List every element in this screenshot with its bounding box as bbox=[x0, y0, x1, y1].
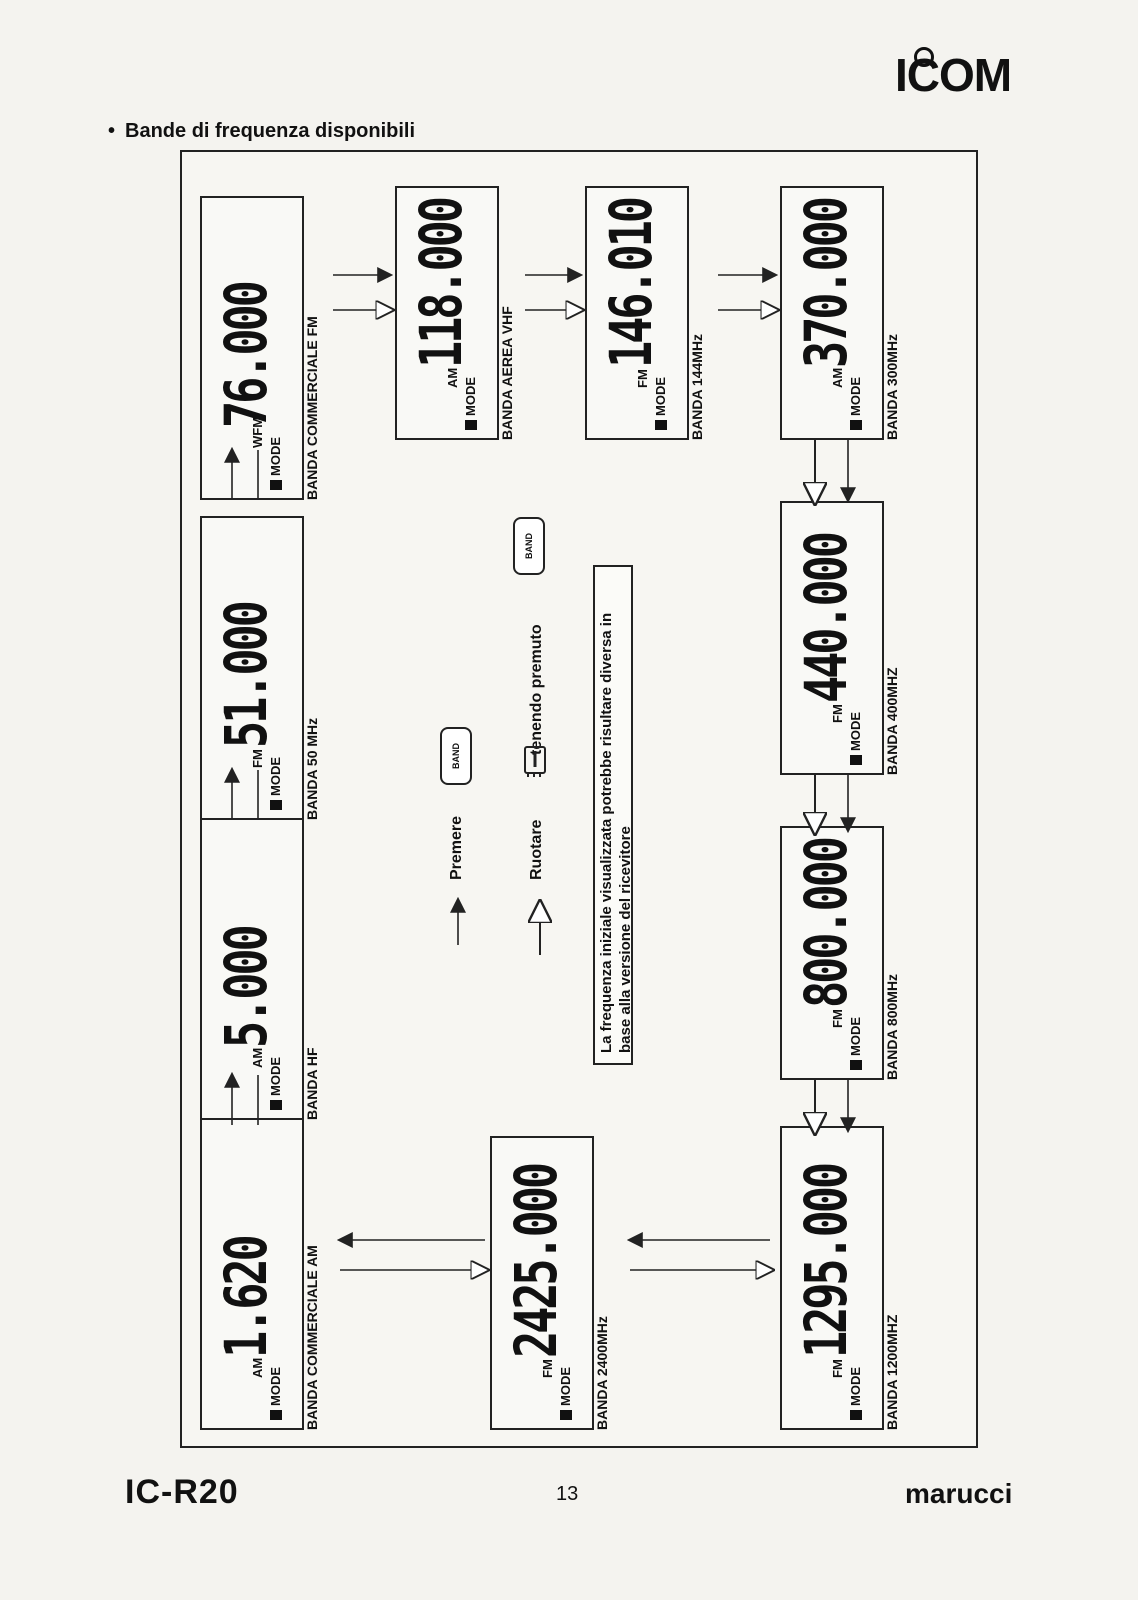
band-label: BANDA 2400MHz bbox=[594, 1316, 610, 1430]
lcd-frequency: 440.000 bbox=[792, 534, 860, 703]
lcd-indicator-icon bbox=[560, 1410, 572, 1420]
instruction-rotate: Ruotare bbox=[528, 819, 545, 880]
lcd-display: MODE FM 2425.000 bbox=[490, 1136, 594, 1430]
section-title: • Bande di frequenza disponibili bbox=[108, 120, 415, 143]
section-title-text: Bande di frequenza disponibili bbox=[125, 120, 416, 142]
lcd-submode-label: FM bbox=[250, 749, 265, 768]
lcd-mode-label: MODE bbox=[848, 1017, 863, 1056]
brand-logo: ICOM bbox=[895, 49, 1012, 101]
lcd-indicator-icon bbox=[270, 480, 282, 490]
lcd-mode-label: MODE bbox=[268, 437, 283, 476]
lcd-submode-label: FM bbox=[830, 1009, 845, 1028]
lcd-mode-label: MODE bbox=[268, 1367, 283, 1406]
footer-brand: marucci bbox=[905, 1478, 1013, 1509]
lcd-mode-label: MODE bbox=[653, 377, 668, 416]
lcd-submode-label: AM bbox=[830, 367, 845, 388]
lcd-frequency: 1.620 bbox=[212, 1237, 280, 1358]
band-panel-300mhz: MODE AM 370.000 BANDA 300MHz bbox=[780, 70, 900, 440]
lcd-mode-label: MODE bbox=[558, 1367, 573, 1406]
lcd-frequency: 1295.000 bbox=[792, 1165, 860, 1358]
dial-knob-icon bbox=[524, 746, 546, 777]
band-panel-800mhz: MODE FM 800.000 BANDA 800MHz bbox=[780, 710, 900, 1080]
page-number: 13 bbox=[556, 1483, 579, 1505]
lcd-indicator-icon bbox=[270, 1100, 282, 1110]
lcd-frequency: 146.010 bbox=[597, 199, 665, 368]
lcd-mode-label: MODE bbox=[848, 1367, 863, 1406]
lcd-display: MODE FM 1295.000 bbox=[780, 1126, 884, 1430]
lcd-frequency: 370.000 bbox=[792, 199, 860, 368]
band-label: BANDA AEREA VHF bbox=[499, 306, 515, 440]
lcd-mode-label: MODE bbox=[268, 1057, 283, 1096]
band-label: BANDA 800MHz bbox=[884, 973, 900, 1080]
lcd-display: MODE FM 146.010 bbox=[585, 186, 689, 440]
lcd-submode-label: AM bbox=[445, 367, 460, 388]
band-label: BANDA HF bbox=[304, 1047, 320, 1120]
lcd-mode-label: MODE bbox=[463, 377, 478, 416]
lcd-indicator-icon bbox=[850, 1410, 862, 1420]
lcd-display: MODE AM 118.000 bbox=[395, 186, 499, 440]
lcd-frequency: 800.000 bbox=[792, 839, 860, 1008]
lcd-indicator-icon bbox=[270, 1410, 282, 1420]
band-panel-1200mhz: MODE FM 1295.000 BANDA 1200MHZ bbox=[780, 1060, 900, 1430]
lcd-submode-label: FM bbox=[540, 1359, 555, 1378]
band-label: BANDA 300MHz bbox=[884, 333, 900, 440]
band-label: BANDA 400MHZ bbox=[884, 667, 900, 775]
footer-model: IC-R20 bbox=[125, 1473, 239, 1511]
lcd-indicator-icon bbox=[655, 420, 667, 430]
band-label: BANDA 144MHz bbox=[689, 333, 705, 440]
band-panel-144mhz: MODE FM 146.010 BANDA 144MHz bbox=[585, 70, 705, 440]
instruction-press: Premere bbox=[448, 815, 465, 880]
lcd-submode-label: FM bbox=[830, 1359, 845, 1378]
lcd-display: MODE AM 1.620 bbox=[200, 1066, 304, 1430]
lcd-frequency: 2425.000 bbox=[502, 1165, 570, 1358]
lcd-indicator-icon bbox=[270, 800, 282, 810]
band-key-icon: BAND bbox=[440, 727, 472, 785]
band-panel-2400mhz: MODE FM 2425.000 BANDA 2400MHz bbox=[490, 1060, 610, 1430]
lcd-frequency: 118.000 bbox=[407, 199, 475, 368]
band-label: BANDA 1200MHZ bbox=[884, 1314, 900, 1430]
lcd-display: MODE FM 800.000 bbox=[780, 826, 884, 1080]
lcd-submode-label: AM bbox=[250, 1047, 265, 1068]
band-label: BANDA COMMERCIALE FM bbox=[304, 316, 320, 500]
instruction-holding: tenendo premuto bbox=[528, 624, 545, 755]
lcd-frequency: 51.000 bbox=[212, 603, 280, 748]
band-label: BANDA 50 MHz bbox=[304, 717, 320, 820]
band-key-icon: BAND bbox=[513, 517, 545, 575]
lcd-display: MODE AM 5.000 bbox=[200, 816, 304, 1120]
lcd-display: MODE AM 370.000 bbox=[780, 186, 884, 440]
band-panel-vhf-air: MODE AM 118.000 BANDA AEREA VHF bbox=[395, 70, 515, 440]
lcd-frequency: 76.000 bbox=[212, 283, 280, 428]
band-label: BANDA COMMERCIALE AM bbox=[304, 1245, 320, 1430]
lcd-submode-label: AM bbox=[250, 1357, 265, 1378]
lcd-indicator-icon bbox=[465, 420, 477, 430]
lcd-frequency: 5.000 bbox=[212, 927, 280, 1048]
lcd-display: MODE FM 51.000 bbox=[200, 516, 304, 820]
band-panel-fm-broadcast: MODE WFM 76.000 BANDA COMMERCIALE FM bbox=[200, 130, 320, 500]
lcd-mode-label: MODE bbox=[268, 757, 283, 796]
note-box: La frequenza iniziale visualizzata potre… bbox=[593, 565, 634, 1065]
logo-dot-icon bbox=[914, 47, 934, 67]
band-panel-50mhz: MODE FM 51.000 BANDA 50 MHz bbox=[200, 450, 320, 820]
lcd-display: MODE WFM 76.000 bbox=[200, 196, 304, 500]
bullet: • bbox=[108, 120, 116, 142]
lcd-submode-label: FM bbox=[635, 369, 650, 388]
